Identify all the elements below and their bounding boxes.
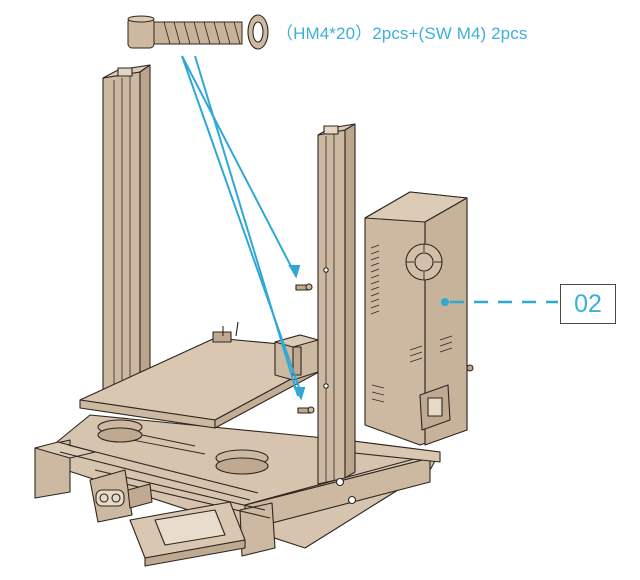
hardware-caption: （HM4*20）2pcs+(SW M4) 2pcs [276,24,528,43]
callout-arrows [181,55,306,401]
front-display-module [89,469,246,567]
installed-screw-upper [295,283,313,291]
mount-hole-lower [323,383,329,389]
lcd-screen [154,509,226,546]
bolt-hm4x20 [127,15,243,49]
installed-screw-lower [297,406,315,414]
step-number-box: 02 [560,284,616,324]
power-supply-unit [364,191,474,446]
mount-hole-upper [323,267,329,273]
step-number: 02 [574,289,602,318]
step-leader [441,298,558,306]
z-motor [274,334,319,381]
spring-washer-sw-m4 [247,14,269,50]
left-vertical-column [102,64,151,401]
right-vertical-column [317,123,357,505]
